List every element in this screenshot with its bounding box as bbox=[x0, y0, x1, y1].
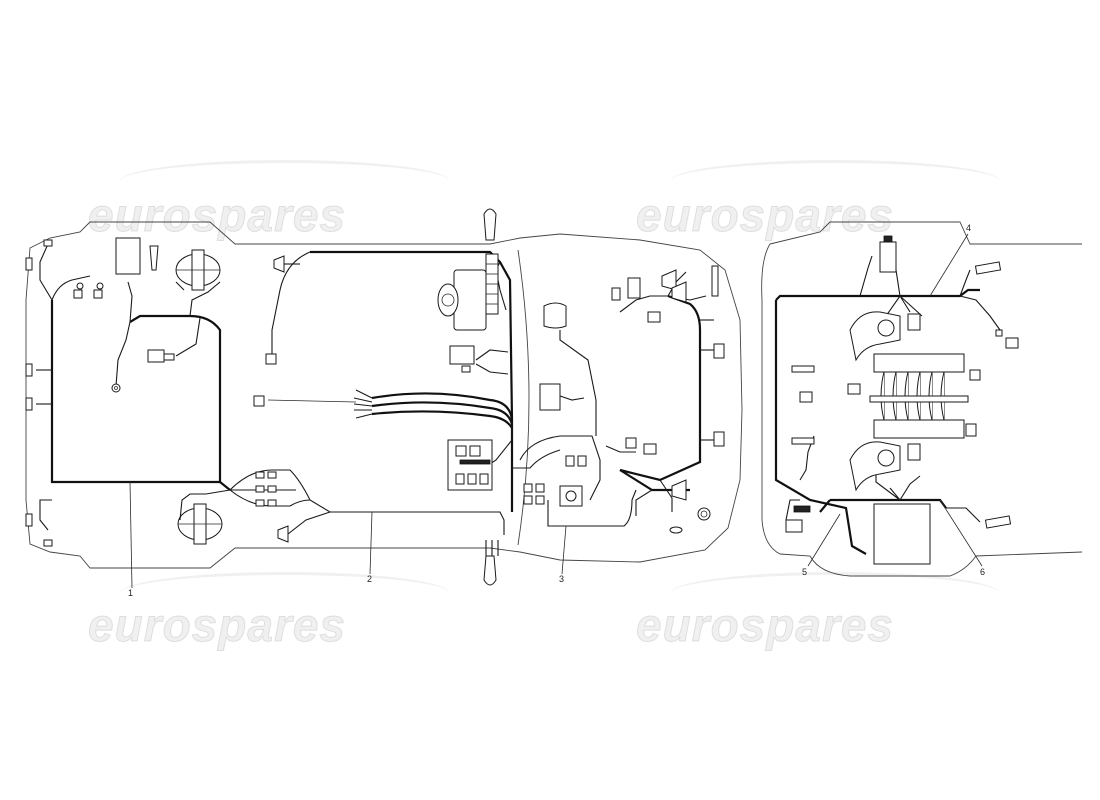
ground-terminal-center bbox=[114, 386, 118, 390]
rear-lamp-cluster-bottom bbox=[625, 437, 711, 534]
relay-module-wire bbox=[559, 395, 585, 401]
ignition-coil bbox=[879, 235, 897, 273]
callout-leaders bbox=[129, 233, 983, 589]
connector-cluster-left bbox=[73, 282, 104, 299]
callout-label-3: 3 bbox=[559, 574, 565, 584]
instrument-panel bbox=[437, 269, 487, 331]
callout-label-4: 4 bbox=[966, 223, 972, 233]
harness-1 bbox=[36, 243, 231, 531]
distributor-top bbox=[849, 311, 921, 362]
watermark-bottom-right: eurospares bbox=[635, 599, 895, 652]
ground-terminal bbox=[111, 383, 121, 393]
watermark-swoosh bbox=[120, 572, 450, 615]
wiper-relay bbox=[449, 345, 475, 365]
watermark-swoosh bbox=[670, 160, 1000, 203]
harness-2 bbox=[267, 250, 561, 512]
central-fuse-box bbox=[447, 439, 493, 491]
watermark-bottom-left: eurospares bbox=[87, 599, 347, 652]
fuse-holder bbox=[149, 245, 159, 271]
engine-sensors bbox=[785, 261, 1019, 533]
watermark-top-right: eurospares bbox=[635, 189, 895, 242]
distributor-bottom bbox=[849, 441, 921, 492]
headlamp-left-top bbox=[175, 249, 221, 291]
watermark-swoosh bbox=[120, 160, 450, 203]
ecu-box bbox=[873, 503, 931, 565]
intake-manifold bbox=[869, 353, 969, 439]
ignition-switch-lock bbox=[565, 490, 577, 502]
interior-light bbox=[253, 395, 265, 407]
rear-lamp-bottom bbox=[483, 555, 497, 586]
car-body-outline bbox=[25, 221, 743, 569]
relay-module bbox=[539, 383, 561, 411]
rear-lamp-cluster-top bbox=[611, 265, 719, 323]
rear-connector-group bbox=[523, 455, 587, 505]
engine-bay-outline bbox=[761, 221, 1083, 577]
rear-lamp-top bbox=[483, 208, 497, 241]
relay-box bbox=[115, 237, 141, 275]
callout-label-5: 5 bbox=[802, 567, 808, 577]
side-marker-connectors bbox=[25, 239, 53, 547]
wiper-relay-plug bbox=[461, 365, 471, 373]
rear-lamp-wires bbox=[485, 540, 499, 556]
watermark-top-left: eurospares bbox=[87, 189, 347, 242]
callout-label-6: 6 bbox=[980, 567, 986, 577]
headlamp-left-bottom bbox=[177, 503, 223, 545]
callout-label-2: 2 bbox=[367, 574, 373, 584]
speaker-left-bottom bbox=[277, 511, 331, 543]
side-connectors-right bbox=[713, 343, 725, 447]
junction-connectors bbox=[229, 469, 505, 535]
callout-label-1: 1 bbox=[128, 588, 134, 598]
fuse-connector-stack bbox=[485, 253, 499, 315]
headlamp-wire bbox=[179, 489, 231, 521]
speaker-left-top bbox=[265, 255, 300, 365]
fuel-pump-sender bbox=[543, 302, 567, 329]
horn-connector bbox=[147, 349, 165, 363]
horn-plug bbox=[163, 353, 175, 361]
